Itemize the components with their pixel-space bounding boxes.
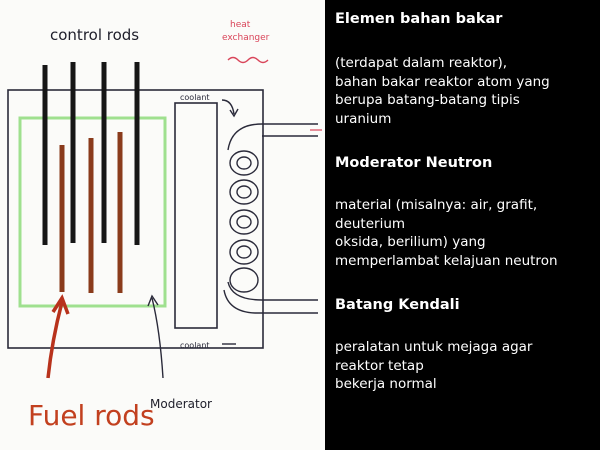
section-title: Moderator Neutron	[335, 155, 493, 171]
section-control-rod: Batang Kendali peralatan untuk mejaga ag…	[335, 296, 600, 394]
section-fuel-element: Elemen bahan bakar (terdapat dalam reakt…	[335, 10, 600, 128]
coolant-channel	[174, 102, 218, 329]
section-line: berupa batang-batang tipis	[335, 92, 520, 108]
heat-exchanger-pipe-out	[227, 281, 318, 301]
heat-exchanger-pipe-out	[223, 289, 318, 314]
section-line: memperlambat kelajuan neutron	[335, 252, 558, 269]
section-line: (terdapat dalam reaktor),	[335, 55, 508, 71]
reactor-sketch-svg: control rods heat exchanger coolant cool…	[7, 20, 322, 432]
section-line: deuterium	[335, 215, 406, 232]
section-line: peralatan untuk mejaga agar	[335, 339, 533, 355]
heat-exchanger-pipe-in	[227, 123, 318, 151]
moderator-zone	[18, 116, 167, 308]
section-body: peralatan untuk mejaga agar reaktor teta…	[335, 338, 600, 394]
coolant-flow-arrow	[221, 99, 235, 115]
section-line: bekerja normal	[335, 376, 437, 392]
arrow-head	[229, 108, 239, 118]
section-line: bahan bakar reaktor atom yang	[335, 73, 550, 90]
arrow-head	[147, 294, 159, 307]
section-line: material (misalnya: air, grafit,	[335, 197, 538, 213]
arrow-head	[51, 294, 70, 315]
coolant-label-bottom: coolant	[180, 341, 210, 350]
section-line: oksida, berilium) yang	[335, 234, 486, 250]
moderator-arrow	[151, 297, 164, 379]
fuel-rods-label: Fuel rods	[28, 399, 155, 432]
fuel-rods-arrow	[46, 301, 64, 379]
moderator-label: Moderator	[150, 397, 212, 411]
section-neutron-moderator: Moderator Neutron material (misalnya: ai…	[335, 154, 600, 270]
heat-exchanger-underline	[227, 56, 269, 64]
heat-exchanger-label: exchanger	[222, 33, 270, 43]
section-body: (terdapat dalam reaktor), bahan bakar re…	[335, 54, 600, 128]
reactor-diagram: control rods heat exchanger coolant cool…	[0, 0, 325, 450]
heat-exchanger-label: heat	[230, 20, 251, 30]
heat-exchanger-coil	[229, 150, 259, 293]
section-line: uranium	[335, 110, 392, 127]
section-line: reaktor tetap	[335, 357, 424, 374]
explanation-panel: Elemen bahan bakar (terdapat dalam reakt…	[325, 0, 600, 450]
section-body: material (misalnya: air, grafit, deuteri…	[335, 196, 600, 270]
coolant-label-top: coolant	[180, 93, 210, 102]
control-rods-label: control rods	[50, 26, 139, 44]
section-title: Elemen bahan bakar	[335, 11, 503, 27]
section-title: Batang Kendali	[335, 297, 460, 313]
